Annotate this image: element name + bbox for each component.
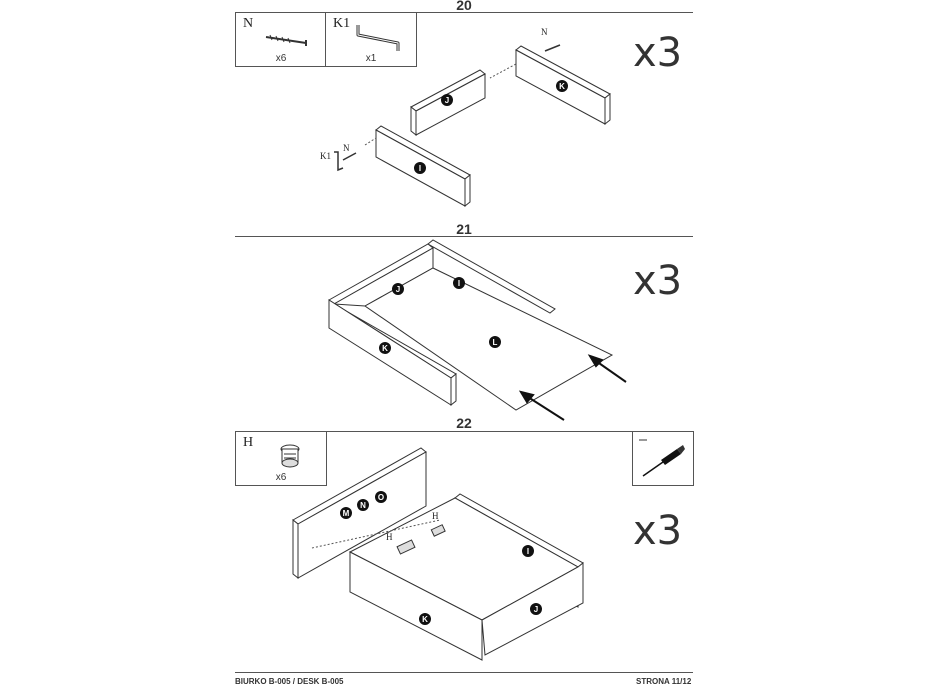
panel-label-K: K (559, 82, 565, 91)
screwdriver-icon (639, 439, 685, 477)
step-21-multiplier: x3 (633, 258, 683, 304)
panel-label-I-badge (414, 162, 426, 174)
step-21-number: 21 (456, 221, 472, 237)
panel-I-drawing (375, 125, 471, 208)
cam-lock-drawing (396, 524, 446, 555)
hardware-label-N-right: N (541, 27, 548, 37)
step-21-rule (235, 236, 693, 237)
part-qty: x6 (275, 472, 287, 483)
panel-label-J: J (445, 96, 449, 105)
part-code: N (243, 16, 254, 31)
part-box-K1: K1 x1 (325, 12, 417, 67)
panel-label-L: L (493, 338, 498, 347)
hardware-label-N-left: N (343, 143, 350, 153)
panel-K-drawing (515, 45, 611, 126)
step-20-multiplier: x3 (633, 30, 683, 76)
panel-label-I: I (458, 279, 460, 288)
step-22-rule (235, 431, 693, 432)
allen-key-icon (356, 25, 400, 51)
insert-arrow-icon (518, 354, 627, 421)
panel-label-J: J (534, 605, 538, 614)
step-20-number: 20 (456, 0, 472, 13)
panel-label-K: K (382, 344, 388, 353)
panel-label-M: M (343, 509, 350, 518)
panel-K-frame (328, 299, 457, 379)
panel-label-K-badge (556, 80, 568, 92)
panel-L-board (364, 267, 614, 411)
part-box-N: N x6 (235, 12, 327, 67)
panel-J-drawing (410, 69, 486, 137)
step-20-rule (235, 12, 693, 13)
footer-right: STRONA 11/12 (636, 677, 692, 686)
screw-icon (265, 34, 307, 46)
panel-label-J-badge (441, 94, 453, 106)
part-qty: x1 (365, 53, 377, 64)
panel-label-I: I (419, 164, 421, 173)
part-box-H: H x6 (235, 431, 327, 486)
panel-label-I: I (527, 547, 529, 556)
footer-left: BIURKO B-005 / DESK B-005 (235, 677, 344, 686)
footer-rule (235, 672, 693, 673)
panel-label-J: J (396, 285, 400, 294)
hardware-label-H-left: H (386, 532, 393, 542)
panel-label-N: N (360, 501, 366, 510)
part-qty: x6 (275, 53, 287, 64)
panel-J-frame (328, 243, 434, 305)
hardware-label-H-right: H (432, 511, 439, 521)
step-22-number: 22 (456, 415, 472, 431)
panel-label-K: K (422, 615, 428, 624)
hardware-label-K1: K1 (320, 151, 331, 161)
step-22-multiplier: x3 (633, 508, 683, 554)
part-code: H (243, 435, 254, 450)
tool-box-screwdriver (632, 431, 694, 486)
part-code: K1 (333, 16, 351, 31)
panel-label-O: O (378, 493, 384, 502)
panel-I-frame (427, 239, 556, 314)
